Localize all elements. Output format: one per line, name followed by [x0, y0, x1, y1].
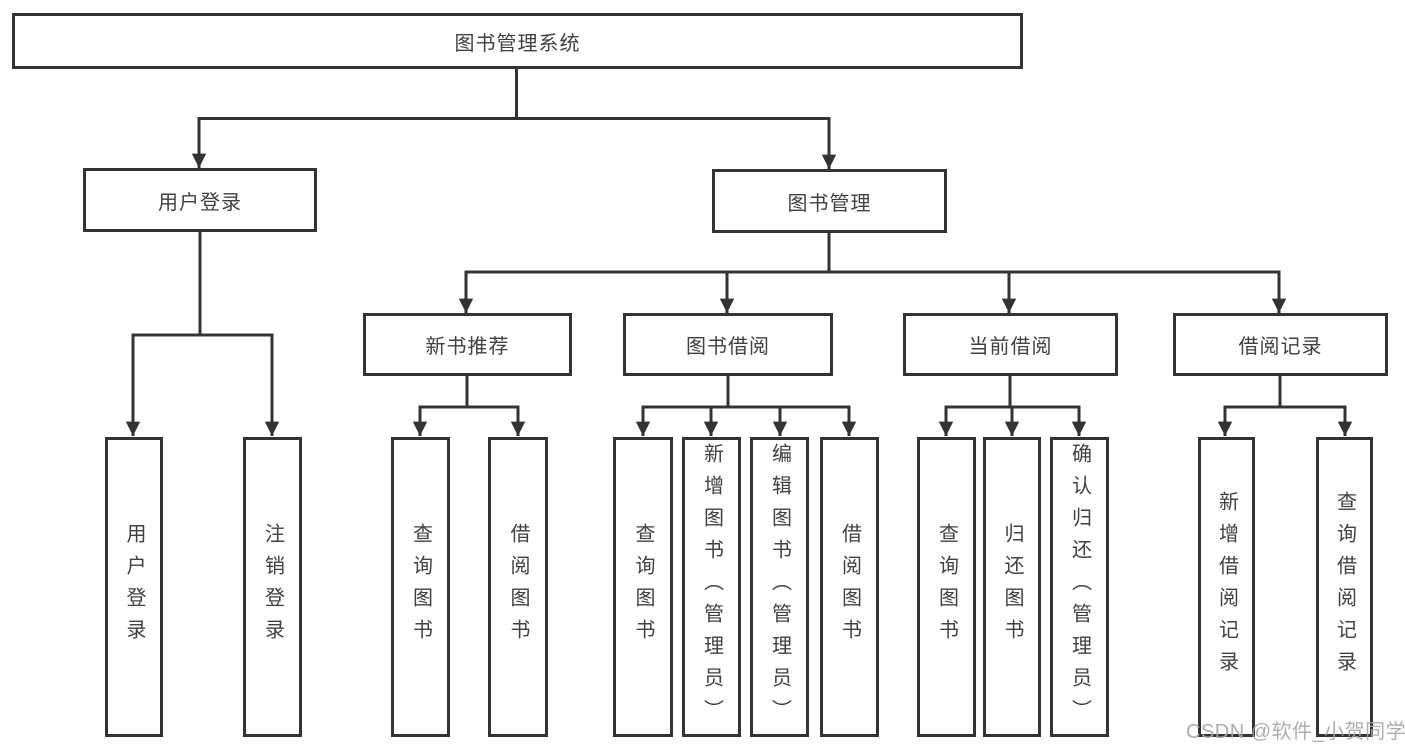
leaf-borrow-books-1: 借阅图书 — [488, 437, 548, 737]
leaf-confirm-return-admin-label: 确认归还（管理员） — [1068, 443, 1091, 731]
leaf-query-books-1: 查询图书 — [391, 437, 450, 737]
node-book-management: 图书管理 — [712, 169, 947, 233]
leaf-add-borrow-record: 新增借阅记录 — [1198, 437, 1255, 737]
node-user-login-label: 用户登录 — [158, 191, 242, 214]
leaf-add-books-admin-label: 新增图书（管理员） — [700, 443, 723, 731]
leaf-borrow-books-2-label: 借阅图书 — [838, 523, 861, 651]
node-book-borrowing-label: 图书借阅 — [686, 336, 770, 358]
leaf-query-borrow-record-label: 查询借阅记录 — [1333, 491, 1356, 683]
leaf-query-books-3-label: 查询图书 — [935, 523, 958, 651]
watermark: CSDN @软件_小贺同学 — [1186, 721, 1405, 743]
leaf-query-books-3: 查询图书 — [917, 437, 976, 737]
leaf-query-books-2: 查询图书 — [613, 437, 673, 737]
leaf-query-borrow-record: 查询借阅记录 — [1316, 437, 1373, 737]
leaf-add-books-admin: 新增图书（管理员） — [682, 437, 741, 737]
node-library-system: 图书管理系统 — [12, 13, 1023, 69]
node-book-management-label: 图书管理 — [787, 192, 872, 215]
leaf-borrow-books-1-label: 借阅图书 — [507, 523, 529, 651]
leaf-borrow-books-2: 借阅图书 — [820, 437, 879, 737]
leaf-logout: 注销登录 — [243, 437, 302, 737]
leaf-return-books: 归还图书 — [983, 437, 1041, 737]
node-current-borrowing-label: 当前借阅 — [968, 336, 1053, 358]
leaf-return-books-label: 归还图书 — [1001, 523, 1023, 651]
leaf-query-books-2-label: 查询图书 — [632, 523, 654, 651]
node-current-borrowing: 当前借阅 — [903, 313, 1118, 376]
leaf-edit-books-admin: 编辑图书（管理员） — [750, 437, 809, 737]
node-new-book-recommend: 新书推荐 — [363, 313, 572, 376]
leaf-user-login: 用户登录 — [105, 437, 163, 737]
leaf-query-books-1-label: 查询图书 — [409, 523, 432, 651]
node-library-system-label: 图书管理系统 — [454, 32, 581, 55]
node-book-borrowing: 图书借阅 — [623, 313, 833, 376]
node-user-login: 用户登录 — [83, 168, 317, 232]
leaf-user-login-label: 用户登录 — [123, 523, 145, 651]
leaf-add-borrow-record-label: 新增借阅记录 — [1215, 491, 1238, 683]
node-borrow-records-label: 借阅记录 — [1238, 336, 1323, 358]
leaf-logout-label: 注销登录 — [261, 523, 284, 651]
leaf-edit-books-admin-label: 编辑图书（管理员） — [768, 443, 791, 731]
node-borrow-records: 借阅记录 — [1173, 313, 1388, 376]
leaf-confirm-return-admin: 确认归还（管理员） — [1050, 437, 1109, 737]
node-new-book-recommend-label: 新书推荐 — [425, 336, 510, 358]
